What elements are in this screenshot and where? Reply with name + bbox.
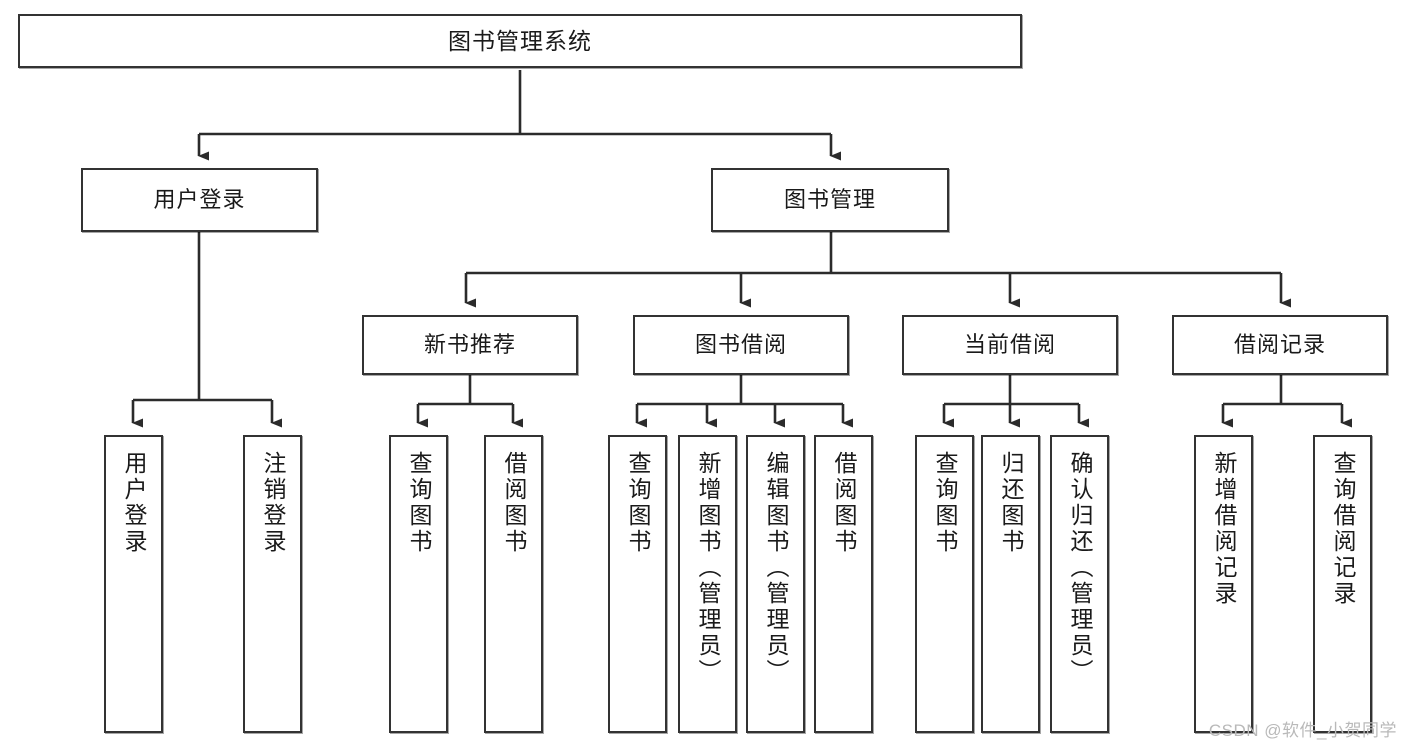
node-label: 借阅记录 [1233, 332, 1326, 358]
node-leaf-logout-login[interactable]: 注销登录 [243, 435, 302, 733]
node-label: 图书管理 [783, 187, 876, 213]
node-leaf-query-book-borrow[interactable]: 查询图书 [608, 435, 667, 733]
node-label: 确认归还（管理员） [1067, 451, 1093, 685]
node-label: 用户登录 [121, 451, 147, 555]
node-leaf-query-borrow-record[interactable]: 查询借阅记录 [1313, 435, 1372, 733]
node-label: 归还图书 [998, 451, 1024, 555]
node-label: 新增图书（管理员） [695, 451, 721, 685]
node-root-book-management-system[interactable]: 图书管理系统 [18, 14, 1022, 68]
node-label: 当前借阅 [963, 332, 1056, 358]
watermark-text: CSDN @软件_小贺同学 [1208, 721, 1397, 740]
node-label: 查询图书 [406, 451, 432, 555]
node-leaf-add-borrow-record[interactable]: 新增借阅记录 [1194, 435, 1253, 733]
node-user-login[interactable]: 用户登录 [81, 168, 318, 232]
node-label: 图书管理系统 [448, 27, 592, 54]
node-leaf-borrow-book[interactable]: 借阅图书 [814, 435, 873, 733]
node-book-management[interactable]: 图书管理 [711, 168, 949, 232]
node-leaf-user-login[interactable]: 用户登录 [104, 435, 163, 733]
node-label: 查询图书 [932, 451, 958, 555]
node-label: 编辑图书（管理员） [763, 451, 789, 685]
node-leaf-query-book-recommend[interactable]: 查询图书 [389, 435, 448, 733]
node-book-borrow[interactable]: 图书借阅 [633, 315, 849, 375]
node-label: 借阅图书 [831, 451, 857, 555]
node-label: 注销登录 [260, 451, 286, 555]
node-leaf-confirm-return-admin[interactable]: 确认归还（管理员） [1050, 435, 1109, 733]
node-label: 新书推荐 [423, 332, 516, 358]
node-label: 查询图书 [625, 451, 651, 555]
node-new-book-recommend[interactable]: 新书推荐 [362, 315, 578, 375]
node-current-borrow[interactable]: 当前借阅 [902, 315, 1118, 375]
node-borrow-record[interactable]: 借阅记录 [1172, 315, 1388, 375]
node-label: 查询借阅记录 [1330, 451, 1356, 607]
node-leaf-add-book-admin[interactable]: 新增图书（管理员） [678, 435, 737, 733]
node-leaf-borrow-book-recommend[interactable]: 借阅图书 [484, 435, 543, 733]
node-leaf-edit-book-admin[interactable]: 编辑图书（管理员） [746, 435, 805, 733]
node-label: 借阅图书 [501, 451, 527, 555]
node-leaf-query-book-current[interactable]: 查询图书 [915, 435, 974, 733]
node-label: 用户登录 [153, 187, 246, 213]
node-leaf-return-book[interactable]: 归还图书 [981, 435, 1040, 733]
node-label: 新增借阅记录 [1211, 451, 1237, 607]
node-label: 图书借阅 [694, 332, 787, 358]
